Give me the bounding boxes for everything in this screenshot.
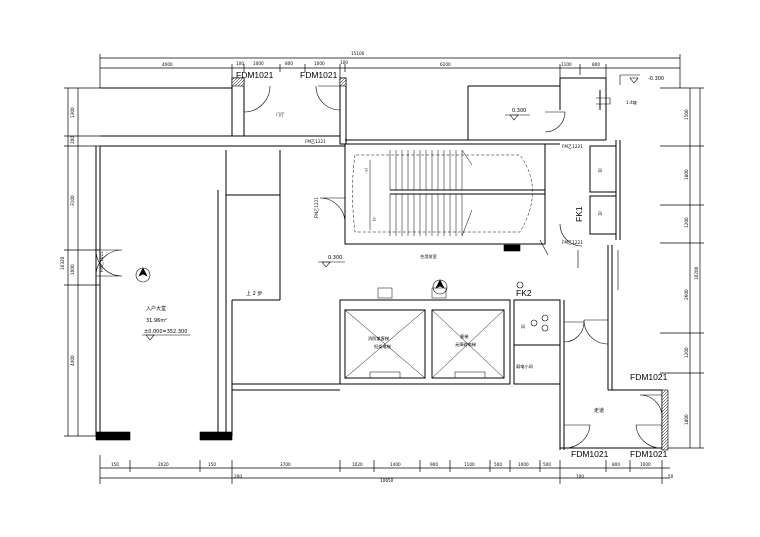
dim-bottom-seg: 800 [612,462,620,467]
dim-left-seg: 200 [70,136,75,144]
dim-top-total: 15100 [351,51,365,56]
corridor-label: 走道 [594,407,604,414]
top-dimension-lines [99,54,681,88]
stair-direction: 下 [364,168,368,174]
dim-bottom-seg: 1020 [352,462,363,467]
right-dimension-lines [660,87,704,449]
fdm-label: FDM1021 [630,449,668,459]
level-text: 0.300 [512,108,526,114]
room-name: 入户大堂 [146,305,166,312]
stair-direction: 上 [372,215,376,221]
dim-bottom-seg: 150 [111,462,119,467]
dim-bottom-seg: 900 [430,462,438,467]
dim-bottom-right: 50 [668,474,674,479]
dim-bottom-seg: 1000 [640,462,651,467]
dim-bottom-seg: 2020 [158,462,169,467]
dim-left-total: 10320 [60,256,65,270]
dim-right-total: 10200 [694,266,699,280]
dim-left-seg: 4400 [70,355,75,366]
elevator-label: 消防兼客梯 [368,335,389,342]
door-code: FM乙1221 [562,143,583,149]
dim-bottom-second: 200 [234,474,242,479]
door-swings [95,85,663,449]
level-text: 0.300 [328,255,342,261]
room-label: 门厅 [276,111,284,118]
dim-left-seg: 3100 [70,195,75,206]
elevator-sub-label: 担架电梯 [374,343,391,350]
dim-bottom-seg: 500 [543,462,551,467]
fk-label: FK1 [574,206,584,222]
columns [95,77,669,451]
step-note: 1:4坡 [626,99,638,106]
level-text: -0.300 [648,76,664,82]
bottom-dimension-lines [99,455,670,484]
stair-dashed-path [352,154,533,233]
dim-right-seg: 1500 [684,109,689,120]
fdm-label: FDM1021 [630,372,668,382]
dim-top-seg: 100 [340,60,348,65]
elevator-shafts [344,287,505,379]
room-level: ±0.000=352.300 [144,329,187,335]
misc-symbols [135,74,640,332]
fk-label: FK2 [516,288,532,298]
shaft-label: 风 [598,168,603,174]
shaft-label: 风 [521,324,526,330]
elec-room-label: 弱电小间 [516,363,533,370]
dim-top-seg: 6200 [440,62,451,67]
left-dimension-lines [64,87,100,437]
dim-right-seg: 1200 [684,217,689,228]
dim-bottom-second: 100 [576,474,584,479]
shaft-label: 风 [598,211,603,217]
stair-treads [369,149,473,237]
elevator-label: 客梯 [460,333,468,340]
dim-top-seg: 4000 [162,62,173,67]
dim-right-seg: 1800 [684,169,689,180]
fdm-label: FDM1021 [236,70,274,80]
dim-right-seg: 1200 [684,347,689,358]
dim-right-seg: 1800 [684,414,689,425]
dim-top-seg: 800 [285,61,293,66]
dim-top-seg: 800 [592,62,600,67]
dim-bottom-seg: 1100 [464,462,475,467]
dim-bottom-seg: 1000 [518,462,529,467]
dim-top-seg: 1000 [314,61,325,66]
dim-bottom-seg: 500 [494,462,502,467]
door-code: FM乙1221 [313,197,319,218]
stair-up-label: 上 2 步 [246,290,262,297]
elevator-sub-label: 无障碍电梯 [455,341,476,348]
room-area: 31.96m² [146,318,167,324]
level-markers [142,77,639,341]
dim-bottom-total: 10650 [380,478,394,483]
dim-top-seg: 1100 [561,62,572,67]
lobby-label: 合用前室 [420,253,437,260]
fdm-label: FDM1021 [300,70,338,80]
walls [95,77,667,450]
dim-left-seg: 1300 [70,107,75,118]
dim-bottom-seg: 1400 [390,462,401,467]
door-code: FM乙1221 [305,138,326,144]
dim-bottom-seg: 3700 [280,462,291,467]
door-code: FM乙1021 [98,251,104,272]
fdm-label: FDM1021 [571,449,609,459]
dim-left-seg: 1000 [70,264,75,275]
dim-top-seg: 1000 [253,61,264,66]
dim-right-seg: 2600 [684,289,689,300]
door-code: FM乙1221 [562,239,583,245]
dim-top-seg: 100 [236,61,244,66]
dim-bottom-seg: 150 [208,462,216,467]
